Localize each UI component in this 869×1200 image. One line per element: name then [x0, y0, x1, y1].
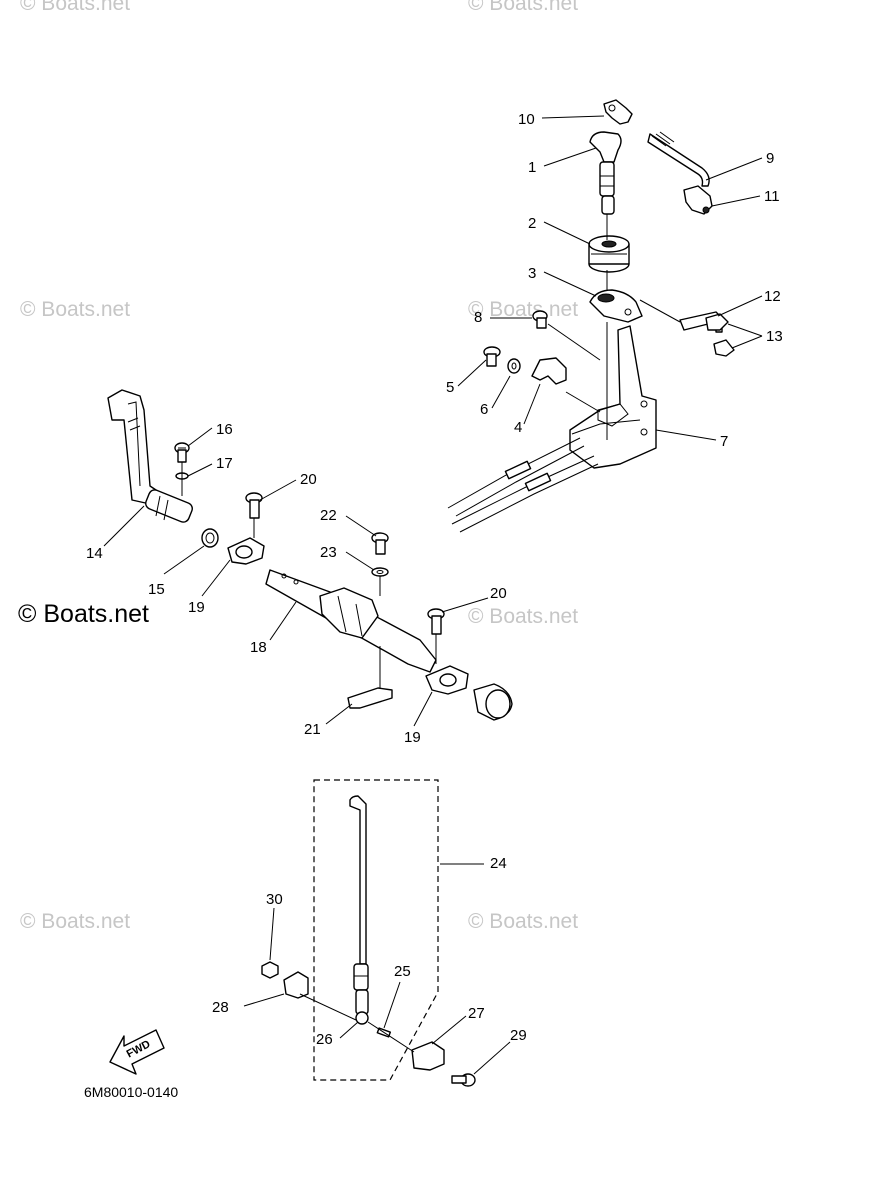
end-cap[interactable]	[473, 683, 513, 721]
part-19-holder[interactable]	[425, 665, 469, 695]
watermark-primary: © Boats.net	[18, 600, 149, 628]
callout-15: 15	[148, 581, 165, 598]
part-28-clip[interactable]	[283, 971, 309, 999]
callout-28: 28	[212, 999, 229, 1016]
callout-11: 11	[764, 188, 780, 205]
callout-labels: 10 1 9 11 2 3 12 8 13 5 6 4 7 16 17 20 2…	[86, 111, 783, 1048]
part-20-bolt[interactable]	[245, 492, 263, 519]
part-9-rod[interactable]	[647, 131, 710, 187]
part-15-o-ring[interactable]	[201, 528, 219, 548]
part-11-clip[interactable]	[683, 185, 713, 215]
part-24-shift-rod[interactable]	[349, 795, 369, 1015]
callout-25: 25	[394, 963, 411, 980]
callout-30: 30	[266, 891, 283, 908]
part-2-grommet[interactable]	[588, 235, 630, 273]
part-30-nut[interactable]	[261, 961, 279, 979]
callout-18: 18	[250, 639, 267, 656]
part-20-bolt[interactable]	[427, 608, 445, 635]
leader-lines	[103, 115, 763, 1075]
part-16-screw[interactable]	[174, 442, 190, 463]
callout-1: 1	[528, 159, 536, 176]
part-6-washer[interactable]	[507, 358, 521, 374]
throttle-cables	[447, 437, 599, 533]
part-1-lever[interactable]	[589, 131, 622, 215]
watermark: © Boats.net	[20, 298, 131, 321]
callout-20: 20	[300, 471, 317, 488]
callout-6: 6	[480, 401, 488, 418]
part-21-plate[interactable]	[347, 687, 393, 709]
watermark: © Boats.net	[20, 0, 131, 15]
callout-29: 29	[510, 1027, 527, 1044]
callout-27: 27	[468, 1005, 485, 1022]
callout-7: 7	[720, 433, 728, 450]
part-5-bolt[interactable]	[483, 346, 501, 367]
callout-10: 10	[518, 111, 535, 128]
watermark: © Boats.net	[468, 605, 579, 628]
part-14-shift-lever[interactable]	[107, 389, 194, 524]
part-27-clip[interactable]	[411, 1041, 445, 1071]
callout-21: 21	[304, 721, 321, 738]
callout-2: 2	[528, 215, 536, 232]
callout-9: 9	[766, 150, 774, 167]
callout-16: 16	[216, 421, 233, 438]
callout-26: 26	[316, 1031, 333, 1048]
diagram-code: 6M80010-0140	[84, 1084, 179, 1100]
watermark: © Boats.net	[468, 910, 579, 933]
callout-19: 19	[404, 729, 421, 746]
watermark: © Boats.net	[468, 298, 579, 321]
callout-4: 4	[514, 419, 522, 436]
part-23-washer[interactable]	[371, 567, 389, 577]
watermark: © Boats.net	[468, 0, 579, 15]
callout-8: 8	[474, 309, 482, 326]
fwd-arrow-icon: FWD	[109, 1029, 165, 1075]
watermark: © Boats.net	[20, 910, 131, 933]
part-19-holder[interactable]	[227, 537, 265, 565]
callout-14: 14	[86, 545, 103, 562]
callout-24: 24	[490, 855, 507, 872]
part-22-bolt[interactable]	[371, 532, 389, 555]
part-13-clips[interactable]	[705, 313, 735, 357]
part-18-shift-shaft[interactable]	[265, 569, 437, 673]
callout-19: 19	[188, 599, 205, 616]
part-7-bracket[interactable]	[569, 325, 657, 469]
callout-23: 23	[320, 544, 337, 561]
callout-3: 3	[528, 265, 536, 282]
part-10-clip[interactable]	[603, 99, 633, 125]
part-24-group-outline	[313, 779, 439, 1081]
callout-5: 5	[446, 379, 454, 396]
callout-13: 13	[766, 328, 783, 345]
callout-22: 22	[320, 507, 337, 524]
callout-17: 17	[216, 455, 233, 472]
callout-20: 20	[490, 585, 507, 602]
part-29-screw[interactable]	[451, 1073, 476, 1087]
part-8-screw[interactable]	[532, 310, 548, 329]
part-4-clamp[interactable]	[531, 357, 567, 385]
part-26-joint[interactable]	[355, 1011, 369, 1025]
callout-12: 12	[764, 288, 781, 305]
part-3-cam-plate[interactable]	[589, 289, 643, 323]
